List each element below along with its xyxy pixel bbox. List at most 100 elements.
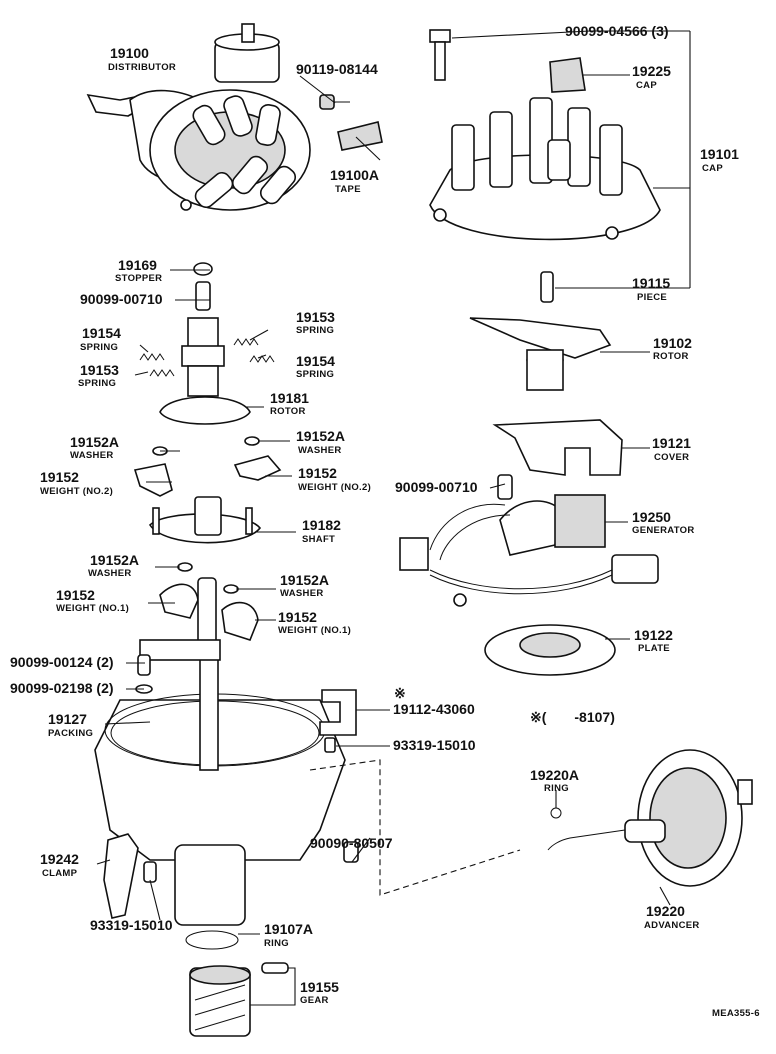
part-number: 90119-08144 bbox=[296, 61, 378, 77]
stopper-drawing bbox=[193, 262, 213, 276]
distributor-cap-drawing bbox=[429, 97, 661, 241]
part-number: 19152 bbox=[56, 587, 95, 603]
part-name: STOPPER bbox=[115, 273, 162, 284]
part-number: 19225 bbox=[632, 63, 671, 79]
note-range: ※( -8107) bbox=[530, 709, 615, 725]
diagram-code: MEA355-6 bbox=[712, 1008, 760, 1019]
part-number: 19101 bbox=[700, 146, 739, 162]
part-name: RING bbox=[264, 938, 289, 949]
washer-drawing bbox=[177, 562, 193, 572]
part-labels: 19100 DISTRIBUTOR 90119-08144 19100A TAP… bbox=[10, 23, 760, 1019]
screw-00710-drawing bbox=[195, 281, 211, 311]
part-number: 19220 bbox=[646, 903, 685, 919]
part-number: 19122 bbox=[634, 627, 673, 643]
part-name: GENERATOR bbox=[632, 525, 695, 536]
part-name: SHAFT bbox=[302, 534, 335, 545]
part-name: ADVANCER bbox=[644, 920, 700, 931]
part-name: ROTOR bbox=[653, 351, 689, 362]
part-number: 19115 bbox=[632, 275, 670, 291]
part-name: TAPE bbox=[335, 184, 361, 195]
part-number: 19152 bbox=[40, 469, 79, 485]
part-number: 19153 bbox=[296, 309, 335, 325]
part-name: DISTRIBUTOR bbox=[108, 62, 176, 73]
part-name: COVER bbox=[654, 452, 689, 463]
part-number: 19169 bbox=[118, 257, 157, 273]
part-number: 19152A bbox=[90, 552, 139, 568]
piece-drawing bbox=[540, 271, 554, 303]
part-number: 19107A bbox=[264, 921, 313, 937]
part-number: 19154 bbox=[82, 325, 121, 341]
part-number: 19100 bbox=[110, 45, 149, 61]
part-name: WASHER bbox=[88, 568, 132, 579]
screw-15010a-drawing bbox=[324, 737, 336, 753]
part-number: 19102 bbox=[653, 335, 692, 351]
part-name: WASHER bbox=[70, 450, 114, 461]
part-name: GEAR bbox=[300, 995, 329, 1006]
part-name: CLAMP bbox=[42, 868, 78, 879]
cover-drawing bbox=[492, 419, 623, 476]
part-name: PACKING bbox=[48, 728, 93, 739]
part-name: PIECE bbox=[637, 292, 667, 303]
part-number: 19242 bbox=[40, 851, 79, 867]
part-number: 19182 bbox=[302, 517, 341, 533]
part-name: SPRING bbox=[296, 369, 334, 380]
leader-lines bbox=[96, 30, 691, 1006]
part-number: 19154 bbox=[296, 353, 335, 369]
part-number: 90090-80507 bbox=[310, 835, 393, 851]
bolt-drawing bbox=[429, 29, 451, 81]
part-number: 93319-15010 bbox=[393, 737, 476, 753]
part-number: 19152A bbox=[296, 428, 345, 444]
part-name: WASHER bbox=[280, 588, 324, 599]
plate-drawing bbox=[484, 624, 616, 676]
part-name: WEIGHT (NO.1) bbox=[278, 625, 351, 636]
part-number: 19153 bbox=[80, 362, 119, 378]
connection-dashed-line bbox=[309, 759, 521, 896]
part-name: SPRING bbox=[78, 378, 116, 389]
part-name: SPRING bbox=[296, 325, 334, 336]
part-name: PLATE bbox=[638, 643, 670, 654]
part-number: 19112-43060 bbox=[393, 701, 475, 717]
part-number: 19155 bbox=[300, 979, 339, 995]
screw-cover-drawing bbox=[497, 474, 513, 500]
part-number: 19152A bbox=[280, 572, 329, 588]
weight-no2-drawing bbox=[233, 455, 282, 481]
screw-90119-drawing bbox=[319, 94, 350, 110]
part-name: CAP bbox=[636, 80, 657, 91]
part-number: 19152A bbox=[70, 434, 119, 450]
screw-80507-drawing bbox=[343, 841, 359, 863]
part-number: 19152 bbox=[278, 609, 317, 625]
bracket-drawing bbox=[319, 689, 357, 736]
part-number: 90099-00710 bbox=[80, 291, 163, 307]
ring-107A-drawing bbox=[185, 930, 239, 950]
weight-no2-drawing bbox=[133, 463, 173, 497]
note-mark: ※ bbox=[394, 685, 406, 701]
part-number: 93319-15010 bbox=[90, 917, 173, 933]
part-number: 19250 bbox=[632, 509, 671, 525]
screw-15010b-drawing bbox=[143, 861, 157, 883]
tape-drawing bbox=[337, 121, 383, 151]
washer-drawing bbox=[223, 584, 239, 594]
housing-drawing bbox=[94, 577, 346, 926]
cap-19225-drawing bbox=[549, 57, 586, 93]
part-name: WASHER bbox=[298, 445, 342, 456]
weight-no1-drawing bbox=[221, 601, 259, 641]
governor-rotor-drawing bbox=[159, 317, 251, 425]
distributor-drawing bbox=[86, 23, 311, 211]
part-number: 19127 bbox=[48, 711, 87, 727]
part-number: 19121 bbox=[652, 435, 691, 451]
clamp-drawing bbox=[103, 833, 139, 919]
screw-00124-drawing bbox=[137, 654, 151, 676]
part-number: 90099-04566 (3) bbox=[565, 23, 669, 39]
part-name: SPRING bbox=[80, 342, 118, 353]
part-number: 90099-02198 (2) bbox=[10, 680, 114, 696]
part-number: 19220A bbox=[530, 767, 579, 783]
rotor-drawing bbox=[469, 317, 612, 391]
part-name: WEIGHT (NO.1) bbox=[56, 603, 129, 614]
gear-drawing bbox=[189, 962, 289, 1037]
part-name: WEIGHT (NO.2) bbox=[40, 486, 113, 497]
part-number: 19152 bbox=[298, 465, 337, 481]
ring-220A-drawing bbox=[550, 807, 562, 819]
part-number: 19181 bbox=[270, 390, 309, 406]
weight-no1-drawing bbox=[159, 583, 199, 619]
